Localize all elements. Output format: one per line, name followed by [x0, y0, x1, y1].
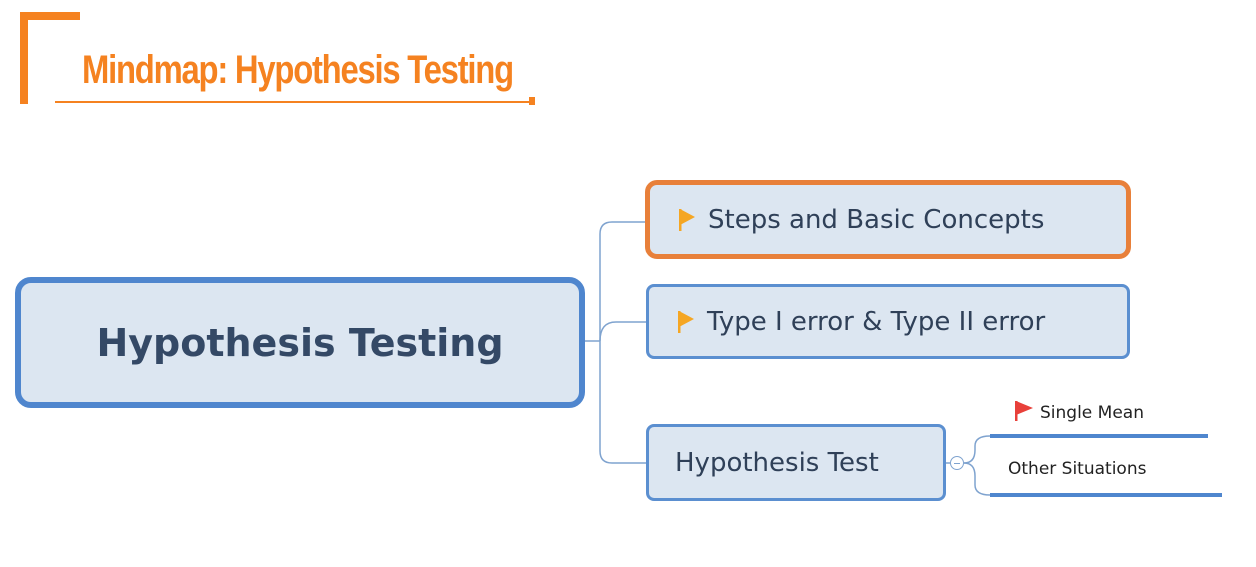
leaf-underline — [990, 434, 1208, 438]
orange-flag-icon — [678, 310, 694, 333]
branch-steps-and-basic-concepts[interactable]: Steps and Basic Concepts — [645, 180, 1131, 259]
branch-label: Steps and Basic Concepts — [708, 204, 1045, 235]
title-bracket-top-decoration — [20, 12, 80, 20]
leaf-single-mean[interactable]: Single Mean — [1015, 400, 1144, 423]
connector-to-single-mean — [963, 435, 991, 464]
title-bracket-decoration — [20, 12, 28, 104]
branch-type-i-and-ii-error[interactable]: Type I error & Type II error — [646, 284, 1130, 359]
page-title: Mindmap: Hypothesis Testing — [82, 48, 514, 92]
leaf-underline — [990, 493, 1222, 497]
title-underline-cap — [529, 97, 535, 105]
connector-to-other-situations — [963, 462, 991, 496]
leaf-label: Other Situations — [1008, 459, 1147, 479]
connector-to-steps — [599, 221, 645, 341]
collapse-branch-button[interactable] — [950, 456, 964, 470]
title-underline — [55, 101, 531, 103]
connector-to-type-error — [599, 321, 646, 342]
leaf-label: Single Mean — [1040, 403, 1144, 423]
branch-hypothesis-test[interactable]: Hypothesis Test — [646, 424, 946, 501]
orange-flag-icon — [679, 208, 695, 231]
leaf-other-situations[interactable]: Other Situations — [1008, 459, 1146, 479]
root-node[interactable]: Hypothesis Testing — [15, 277, 585, 408]
root-node-label: Hypothesis Testing — [96, 320, 504, 365]
branch-label: Hypothesis Test — [675, 447, 879, 478]
connector-to-hyp-test — [599, 341, 646, 464]
branch-label: Type I error & Type II error — [707, 306, 1046, 337]
red-flag-icon — [1015, 401, 1033, 421]
